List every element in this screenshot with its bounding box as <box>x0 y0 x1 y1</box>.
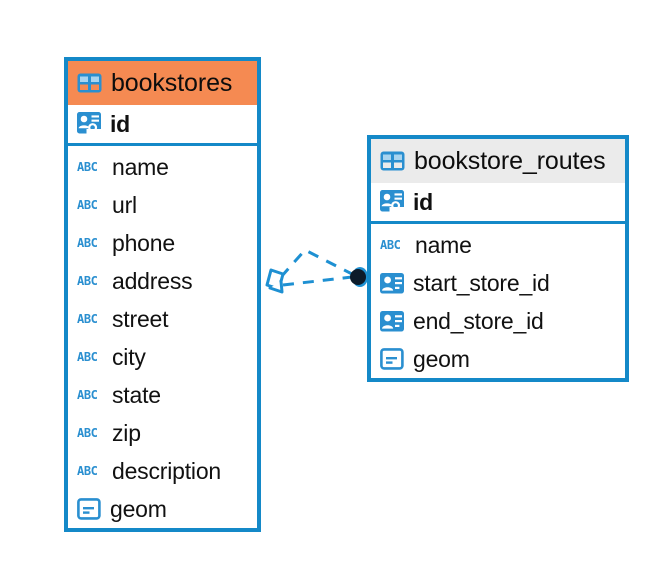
abc-string-icon: ABC <box>77 350 98 364</box>
foreign-key-icon <box>380 310 405 332</box>
field-label-end-store-id: end_store_id <box>413 307 544 334</box>
abc-string-icon: ABC <box>77 274 98 288</box>
foreign-key-icon <box>380 272 405 294</box>
field-row-end-store-id[interactable]: end_store_id <box>371 302 625 340</box>
field-label-id: id <box>110 110 130 137</box>
geometry-icon <box>380 348 405 370</box>
field-label-id: id <box>413 188 433 215</box>
field-row-street[interactable]: ABC street <box>68 300 257 338</box>
entity-title-bookstore-routes: bookstore_routes <box>414 146 606 175</box>
field-row-geom[interactable]: geom <box>371 340 625 378</box>
field-label-start-store-id: start_store_id <box>413 269 550 296</box>
entity-header-bookstores[interactable]: bookstores <box>68 61 257 105</box>
entity-table-bookstores[interactable]: bookstores id <box>64 57 261 532</box>
field-label-url: url <box>112 191 137 218</box>
abc-string-icon: ABC <box>77 198 98 212</box>
field-row-zip[interactable]: ABC zip <box>68 414 257 452</box>
field-row-address[interactable]: ABC address <box>68 262 257 300</box>
geometry-icon <box>77 498 102 520</box>
field-row-geom[interactable]: geom <box>68 490 257 528</box>
abc-string-icon: ABC <box>77 426 98 440</box>
table-grid-icon <box>380 151 405 171</box>
field-label-geom: geom <box>110 495 167 522</box>
field-row-city[interactable]: ABC city <box>68 338 257 376</box>
field-row-state[interactable]: ABC state <box>68 376 257 414</box>
entity-table-bookstore-routes[interactable]: bookstore_routes id <box>367 135 629 382</box>
field-row-start-store-id[interactable]: start_store_id <box>371 264 625 302</box>
entity-pk-section-bookstore-routes: id <box>371 183 625 224</box>
table-grid-icon <box>77 73 102 93</box>
field-label-street: street <box>112 305 169 332</box>
field-label-city: city <box>112 343 146 370</box>
field-label-phone: phone <box>112 229 175 256</box>
entity-header-bookstore-routes[interactable]: bookstore_routes <box>371 139 625 183</box>
field-row-id[interactable]: id <box>371 183 625 221</box>
connector-line-upper <box>279 248 353 278</box>
field-row-name[interactable]: ABC name <box>371 226 625 264</box>
connector-source-diamond-icon <box>265 268 285 294</box>
abc-string-icon: ABC <box>77 160 98 174</box>
field-row-name[interactable]: ABC name <box>68 148 257 186</box>
field-label-name: name <box>415 231 472 258</box>
primary-key-icon <box>77 112 102 136</box>
connector-line-lower <box>282 275 353 287</box>
field-label-address: address <box>112 267 193 294</box>
primary-key-icon <box>380 190 405 214</box>
abc-string-icon: ABC <box>380 238 401 252</box>
field-row-id[interactable]: id <box>68 105 257 143</box>
entity-title-bookstores: bookstores <box>111 68 233 97</box>
field-label-name: name <box>112 153 169 180</box>
field-label-geom: geom <box>413 345 470 372</box>
field-row-description[interactable]: ABC description <box>68 452 257 490</box>
field-row-url[interactable]: ABC url <box>68 186 257 224</box>
entity-pk-section-bookstores: id <box>68 105 257 146</box>
field-label-zip: zip <box>112 419 141 446</box>
field-row-phone[interactable]: ABC phone <box>68 224 257 262</box>
field-label-state: state <box>112 381 161 408</box>
abc-string-icon: ABC <box>77 464 98 478</box>
abc-string-icon: ABC <box>77 388 98 402</box>
connector-target-circle-icon <box>350 267 368 287</box>
field-label-description: description <box>112 457 222 484</box>
abc-string-icon: ABC <box>77 312 98 326</box>
abc-string-icon: ABC <box>77 236 98 250</box>
